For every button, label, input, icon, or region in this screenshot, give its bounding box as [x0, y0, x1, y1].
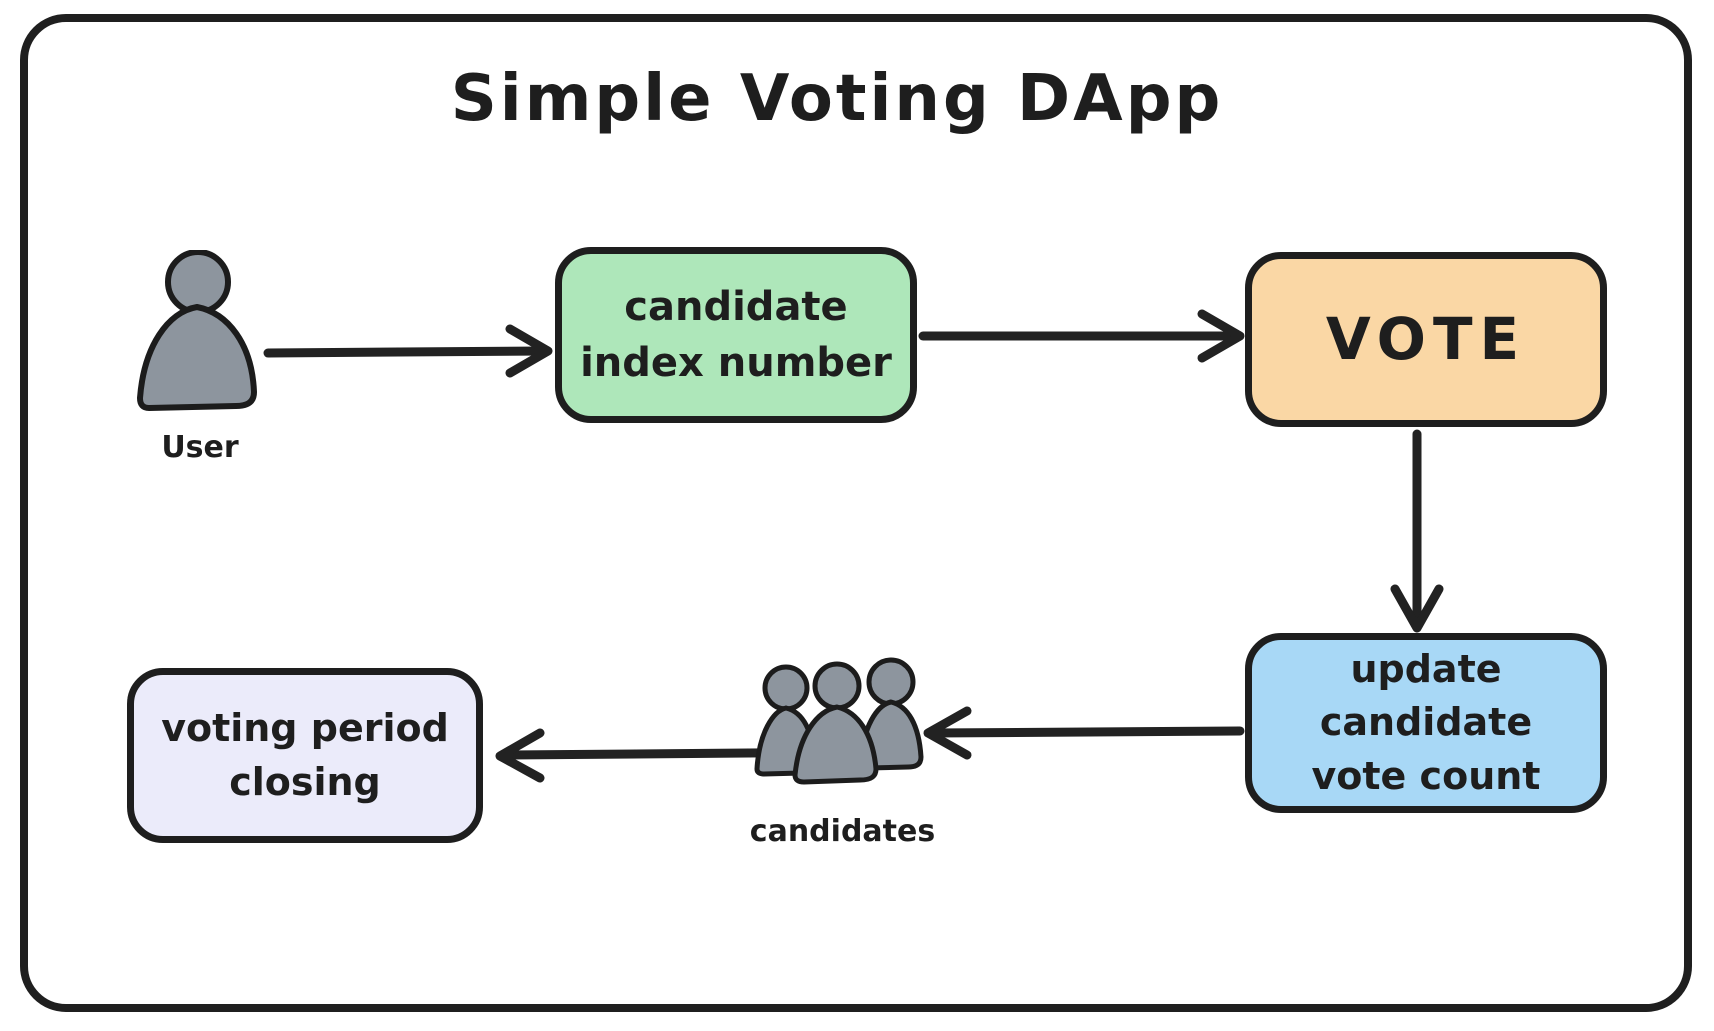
node-vote-label: VOTE: [1325, 304, 1527, 373]
diagram-border-frame: [20, 14, 1692, 1012]
people-group-icon: [754, 657, 924, 785]
node-update-vote-count-label: update candidate vote count: [1311, 647, 1541, 798]
candidates-label: candidates: [749, 814, 936, 849]
node-voting-period-closing: voting period closing: [127, 668, 483, 843]
node-vote: VOTE: [1245, 252, 1607, 427]
node-update-vote-count: update candidate vote count: [1245, 633, 1607, 813]
diagram-title: Simple Voting DApp: [450, 62, 1224, 136]
user-icon: [136, 250, 258, 412]
user-label: User: [161, 430, 239, 465]
node-candidate-index-number-label: candidate index number: [580, 284, 892, 386]
node-voting-period-closing-label: voting period closing: [161, 706, 449, 804]
node-candidate-index-number: candidate index number: [555, 247, 917, 423]
